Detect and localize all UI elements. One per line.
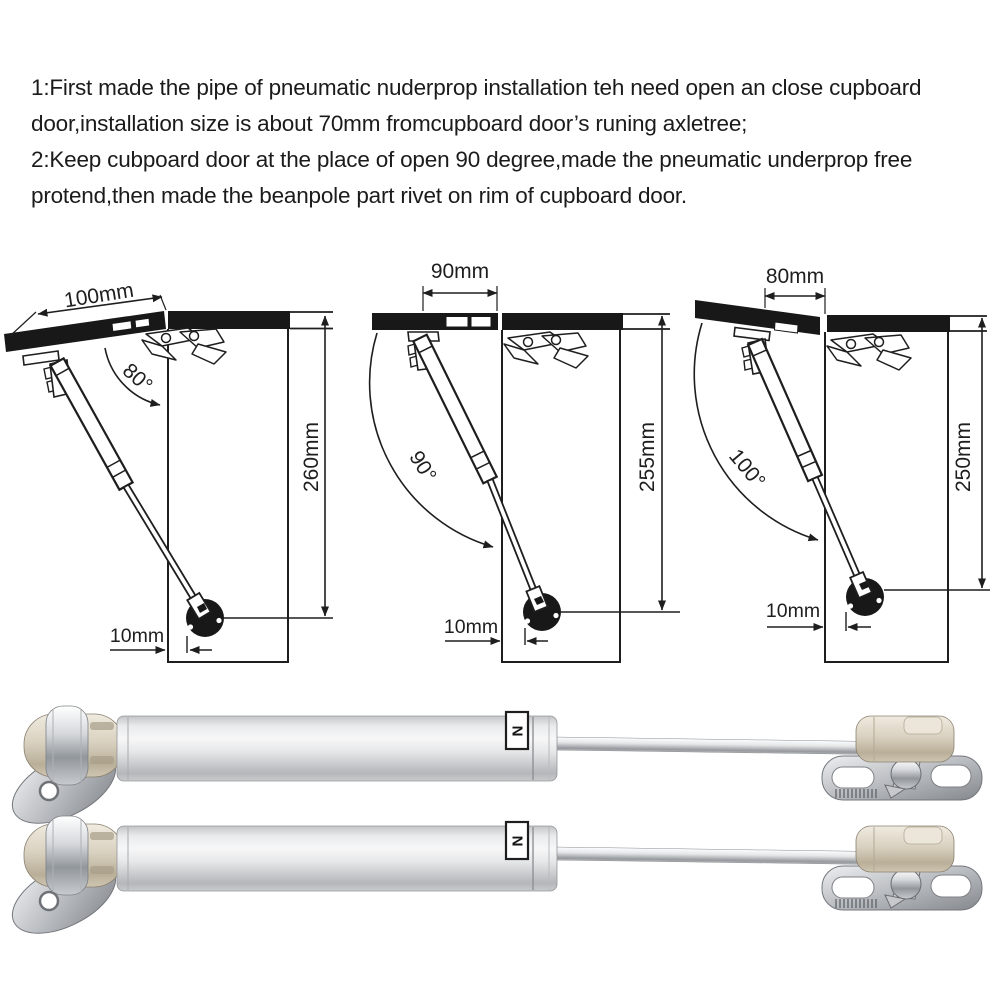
gas-strut-drawing (733, 326, 884, 616)
bottom-offset-dimension: 10mm (444, 616, 498, 638)
door-width-dimension: 100mm (63, 279, 136, 313)
instruction-line-2: door,installation size is about 70mm fro… (31, 111, 748, 136)
gas-strut-product-photos: N N (0, 704, 984, 938)
diagram-90-degree: 90mm 90° 255mm 10mm (368, 260, 680, 663)
instruction-text-block: 1:First made the pipe of pneumatic nuder… (31, 70, 981, 214)
instruction-line-1: 1:First made the pipe of pneumatic nuder… (31, 75, 922, 100)
diagram-100-degree: 80mm 100° 250mm 10mm (693, 265, 990, 663)
dimension-annotations (368, 286, 680, 645)
diagram-80-degree: 100mm 80° 260mm 10mm (4, 279, 333, 663)
dimension-annotations (693, 288, 990, 631)
cabinet-height-dimension: 250mm (952, 422, 975, 492)
cylinder-label-text-bottom: N (509, 836, 526, 847)
gas-strut-drawing (22, 350, 224, 637)
door-width-dimension: 80mm (766, 265, 824, 288)
cylinder-label-text-top: N (509, 726, 526, 737)
instruction-line-4: protend,then made the beanpole part rive… (31, 183, 687, 208)
door-panel (372, 313, 498, 330)
gas-strut-photo-bottom (0, 814, 984, 938)
open-angle-label: 90° (404, 447, 440, 486)
door-panel (695, 300, 820, 335)
dimension-annotations (9, 294, 333, 654)
hinge-drawing (141, 327, 227, 365)
cabinet-height-dimension: 260mm (300, 422, 323, 492)
instruction-line-3: 2:Keep cubpoard door at the place of ope… (31, 147, 913, 172)
door-panel (4, 311, 166, 352)
open-angle-label: 80° (118, 359, 157, 397)
hinge-drawing (826, 333, 912, 371)
cabinet-height-dimension: 255mm (636, 422, 659, 492)
door-width-dimension: 90mm (431, 260, 489, 283)
hinge-drawing (503, 331, 589, 369)
bottom-offset-dimension: 10mm (110, 625, 164, 647)
gas-strut-drawing (407, 331, 561, 631)
open-angle-label: 100° (724, 445, 770, 493)
cabinet-body (167, 311, 333, 663)
gas-strut-photo-top (0, 704, 984, 840)
bottom-offset-dimension: 10mm (766, 600, 820, 622)
